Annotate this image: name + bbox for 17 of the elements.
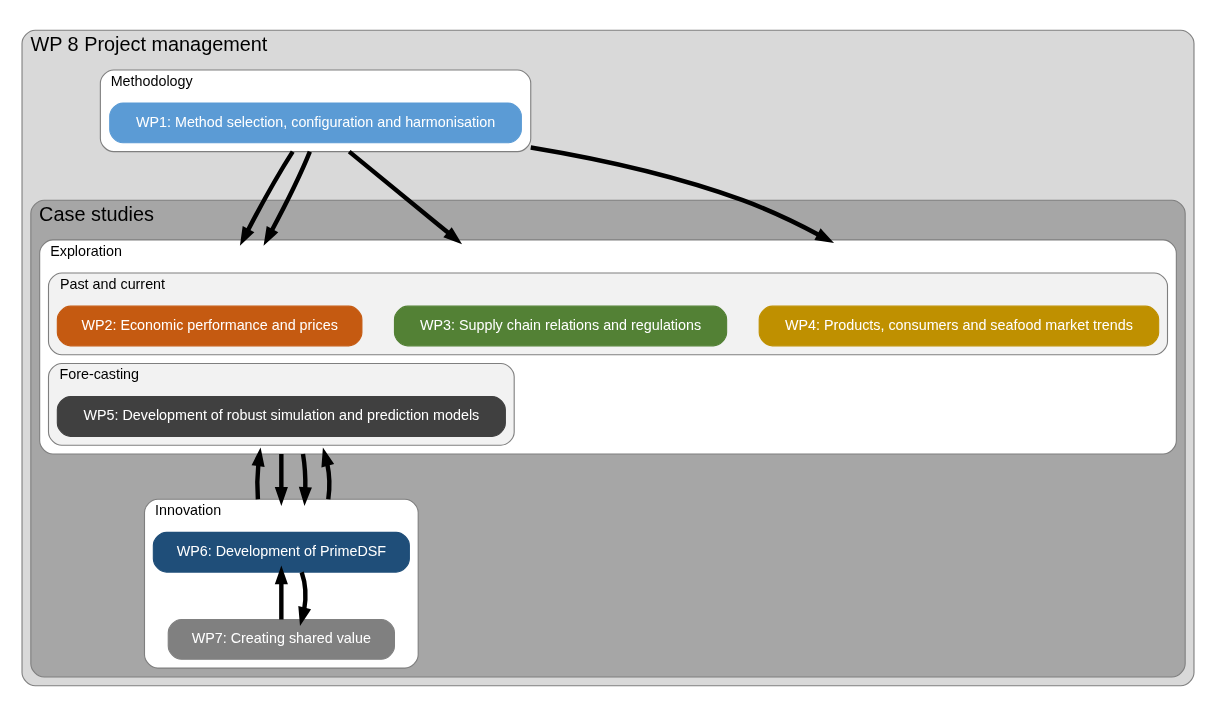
- arrow: [347, 149, 463, 244]
- arrow: [530, 144, 835, 243]
- node-box: WP1: Method selection, configuration and harmonisation: [109, 102, 522, 143]
- arrow: [298, 571, 312, 626]
- node-box: WP4: Products, consumers and seafood market trends: [758, 305, 1160, 346]
- arrow: [274, 453, 288, 506]
- node-box: WP2: Economic performance and prices: [56, 305, 363, 346]
- node-box: WP7: Creating shared value: [167, 618, 395, 660]
- node-box: WP6: Development of PrimeDSF: [152, 531, 410, 573]
- arrow: [298, 453, 312, 506]
- arrow: [251, 446, 265, 499]
- arrow: [321, 447, 335, 500]
- node-box: WP5: Development of robust simulation and prediction models: [56, 395, 506, 437]
- arrow: [239, 149, 295, 246]
- arrow: [274, 565, 288, 619]
- arrow: [263, 150, 312, 246]
- node-box: WP3: Supply chain relations and regulations: [393, 305, 728, 346]
